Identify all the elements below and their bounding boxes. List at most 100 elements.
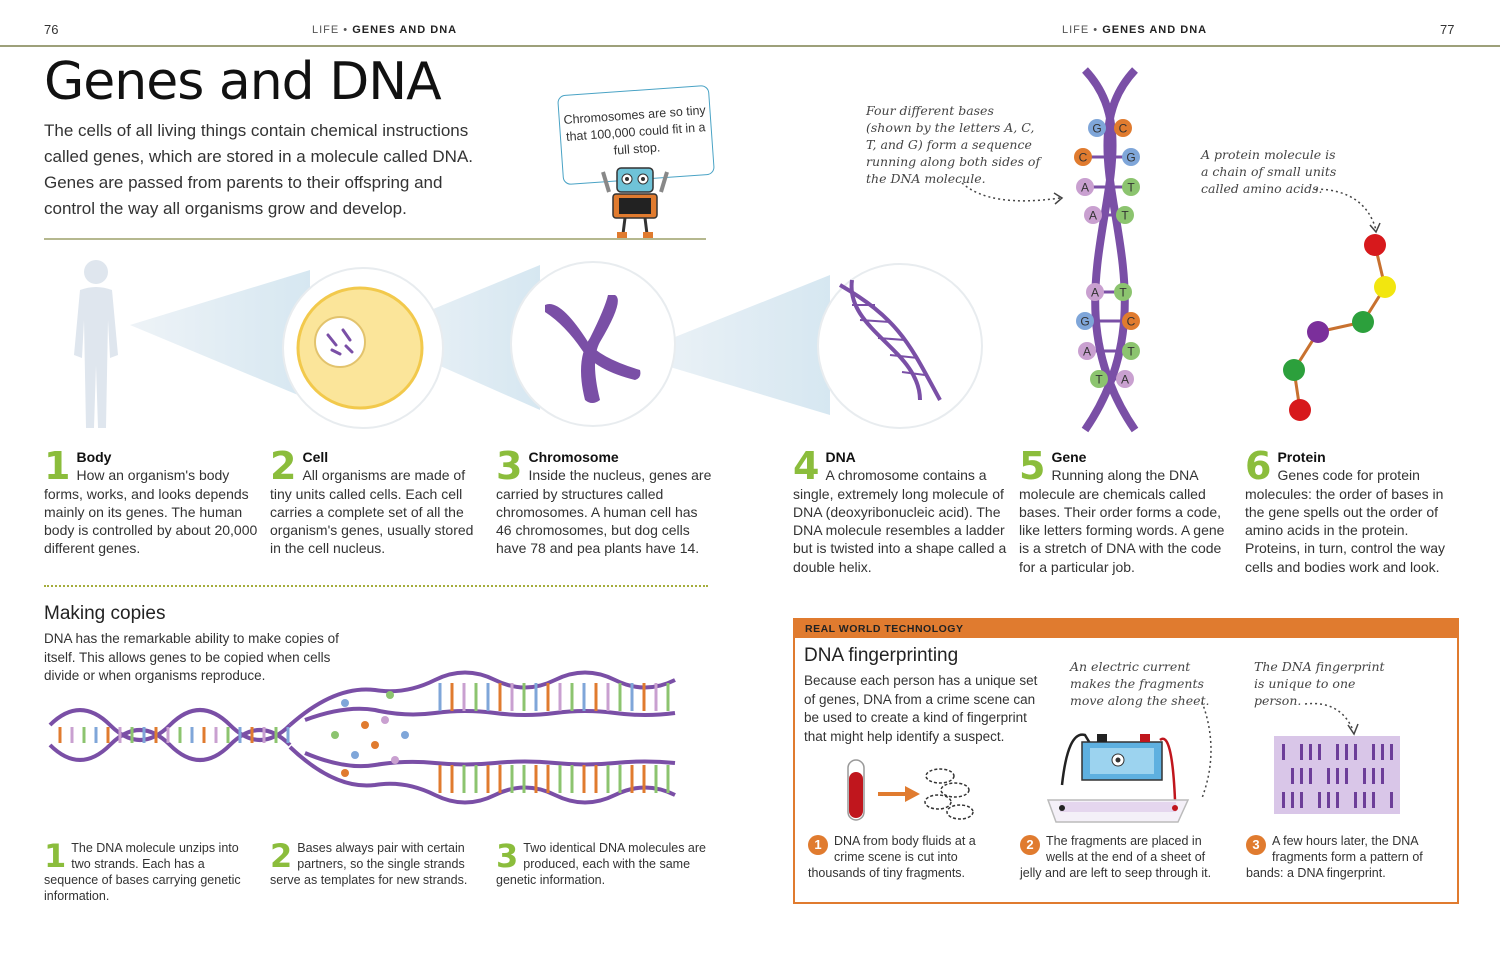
gel-electrophoresis-icon (1046, 733, 1190, 823)
band (1390, 744, 1393, 760)
step-number: 3 (496, 444, 523, 488)
caption-text: Bases always pair with certain partners,… (270, 841, 468, 887)
bases-arrow (961, 182, 1064, 205)
free-base (381, 716, 389, 724)
step-text: Inside the nucleus, genes are carried by… (496, 467, 712, 557)
base-circle (1122, 312, 1140, 330)
right-running-head: LIFE • GENES AND DNA (1062, 24, 1208, 36)
caption-text: DNA from body fluids at a crime scene is… (808, 834, 976, 880)
step-title: Body (76, 449, 112, 465)
free-base (401, 731, 409, 739)
step-text: Running along the DNA molecule are chemi… (1019, 467, 1225, 575)
base-letter: T (1127, 345, 1135, 359)
base-circle (1122, 148, 1140, 166)
base-letter: T (1095, 373, 1103, 387)
caption-text: The fragments are placed in wells at the… (1020, 834, 1212, 880)
dna-fragments-icon (924, 768, 974, 820)
free-base (331, 731, 339, 739)
step-dna: 4 DNA A chromosome contains a single, ex… (793, 444, 1011, 576)
base-circle (1084, 206, 1102, 224)
free-base (341, 699, 349, 707)
step-title: Cell (302, 449, 329, 465)
base-letter: G (1126, 151, 1135, 165)
right-topic: GENES AND DNA (1102, 24, 1208, 36)
rwt-caption-2: 2 The fragments are placed in wells at t… (1020, 833, 1220, 881)
real-world-technology-box: REAL WORLD TECHNOLOGY (793, 618, 1459, 904)
step-text: How an organism's body forms, works, and… (44, 467, 258, 557)
band (1282, 792, 1285, 808)
fingerprinting-illustration (847, 701, 1400, 823)
step-number: 4 (793, 444, 820, 488)
free-base (341, 769, 349, 777)
protein-note: A protein molecule is a chain of small u… (1201, 147, 1337, 196)
band (1381, 768, 1384, 784)
base-letter: G (1092, 122, 1101, 136)
title-rule (44, 238, 706, 240)
copies-title: Making copies (44, 603, 166, 624)
right-page-number: 77 (1440, 22, 1455, 37)
amino-acid-dot (1289, 399, 1311, 421)
base-circle (1086, 283, 1104, 301)
band (1336, 792, 1339, 808)
band (1300, 768, 1303, 784)
base-letter: A (1083, 345, 1091, 359)
intro-paragraph: The cells of all living things contain c… (44, 121, 474, 218)
caption-number: 3 (496, 837, 519, 875)
base-letter: A (1121, 373, 1129, 387)
base-letter: A (1091, 286, 1099, 300)
caption-number: 2 (270, 837, 293, 875)
copies-caption-2: 2 Bases always pair with certain partner… (270, 840, 480, 888)
band (1291, 768, 1294, 784)
robot-icon (601, 167, 669, 238)
band (1381, 744, 1384, 760)
nucleus-icon (314, 316, 366, 368)
base-circle (1114, 119, 1132, 137)
base-letter: C (1119, 122, 1128, 136)
protein-chain-icon (1283, 188, 1396, 421)
step-title: DNA (825, 449, 856, 465)
step-title: Gene (1051, 449, 1087, 465)
caption-number: 1 (44, 837, 67, 875)
bases-note: Four different bases (shown by the lette… (866, 103, 1041, 186)
caption-text: The DNA molecule unzips into two strands… (44, 841, 241, 903)
base-circle (1076, 178, 1094, 196)
left-section: LIFE (312, 24, 340, 36)
base-circle (1074, 148, 1092, 166)
test-tube-icon (847, 759, 865, 821)
base-letter: A (1081, 181, 1089, 195)
band (1327, 792, 1330, 808)
base-letter: C (1079, 151, 1088, 165)
band (1372, 768, 1375, 784)
step-title: Chromosome (528, 449, 619, 465)
base-letter: T (1121, 209, 1129, 223)
band (1291, 792, 1294, 808)
amino-acid-dot (1283, 359, 1305, 381)
amino-acid-dot (1352, 311, 1374, 333)
amino-acid-dot (1364, 234, 1386, 256)
step-number: 6 (1245, 444, 1272, 488)
base-circle (1078, 342, 1096, 360)
arrow-icon (878, 786, 920, 802)
base-letter: A (1089, 209, 1097, 223)
body-silhouette-icon (74, 260, 118, 428)
band (1372, 792, 1375, 808)
step-text: Genes code for protein molecules: the or… (1245, 467, 1445, 575)
left-topic: GENES AND DNA (352, 24, 458, 36)
copies-text: DNA has the remarkable ability to make c… (44, 631, 339, 683)
base-circle (1090, 370, 1108, 388)
caption-number: 1 (808, 835, 828, 855)
base-circle (1076, 312, 1094, 330)
step-number: 5 (1019, 444, 1046, 488)
band (1282, 744, 1285, 760)
step-body: 1 Body How an organism's body forms, wor… (44, 444, 262, 558)
band (1363, 768, 1366, 784)
step-number: 2 (270, 444, 297, 488)
free-base (391, 756, 399, 764)
band (1318, 792, 1321, 808)
copies-caption-1: 1 The DNA molecule unzips into two stran… (44, 840, 254, 904)
step-number: 1 (44, 444, 71, 488)
